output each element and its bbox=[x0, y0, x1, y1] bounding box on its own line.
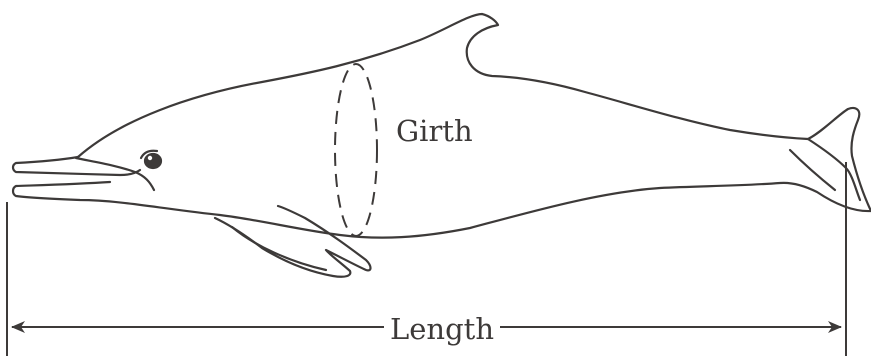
dolphin-flipper-inner-line bbox=[232, 227, 326, 270]
girth-label: Girth bbox=[396, 117, 473, 146]
dolphin-eye-highlight bbox=[148, 156, 152, 160]
length-label: Length bbox=[384, 315, 500, 344]
dolphin-rostrum bbox=[13, 157, 140, 175]
girth-indicator bbox=[335, 64, 377, 236]
dolphin-eye bbox=[145, 154, 161, 168]
